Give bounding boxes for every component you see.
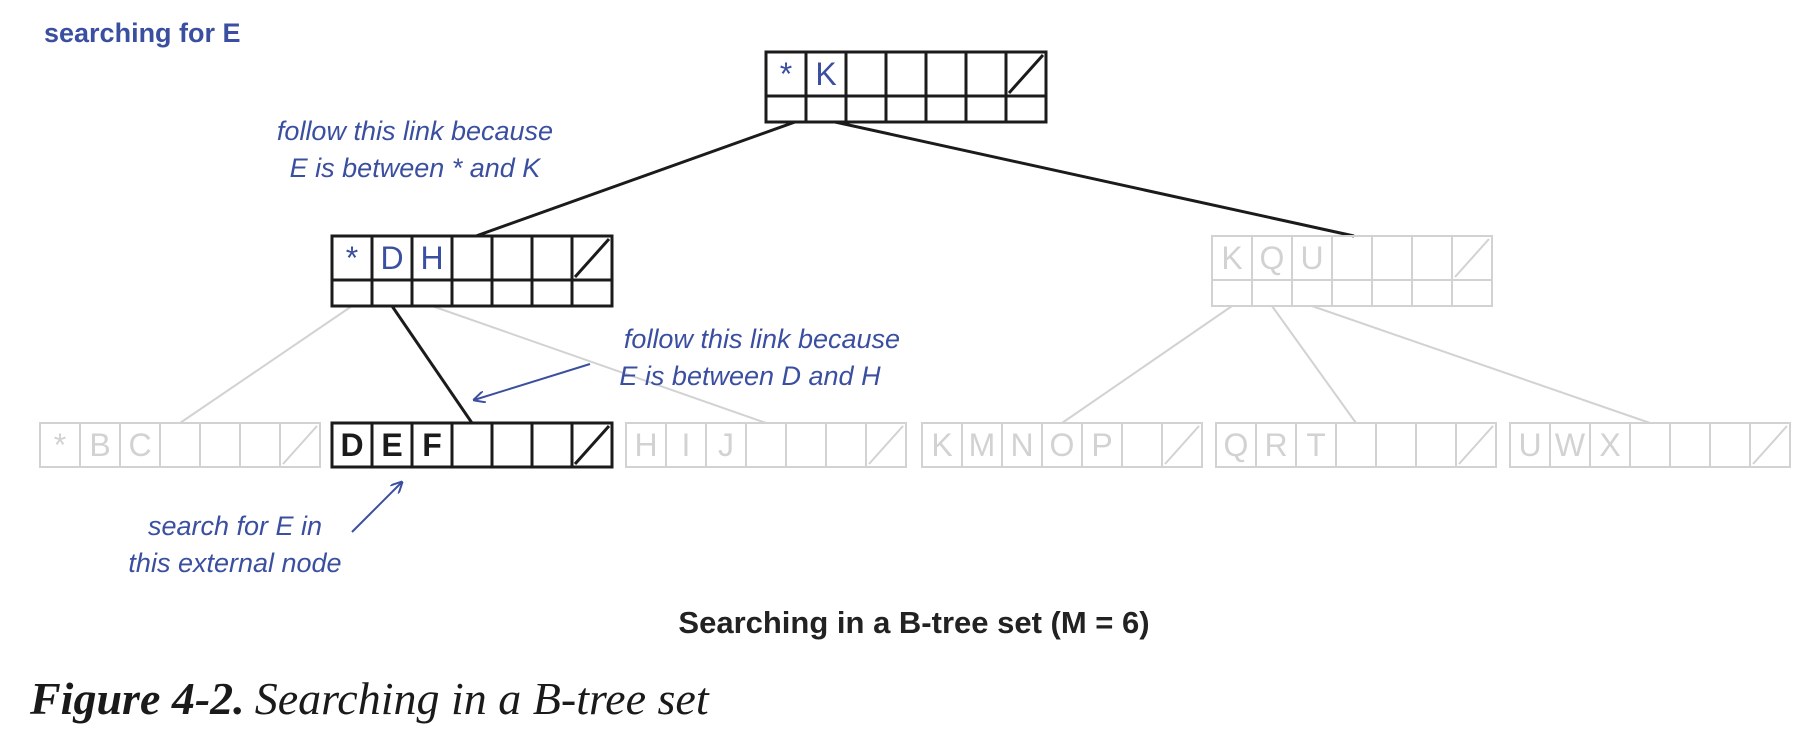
node-outline (1211, 235, 1493, 307)
null-link-slash (1752, 425, 1788, 465)
node-key: * (346, 240, 358, 276)
node-key: K (815, 56, 836, 92)
tree-link (475, 120, 796, 238)
null-link-slash (573, 237, 611, 279)
node-key: P (1091, 427, 1112, 463)
node-outline (764, 50, 1048, 124)
node-key: Q (1260, 240, 1285, 276)
node-key: D (380, 240, 403, 276)
annotation-line: E is between D and H (619, 361, 881, 391)
leaf-search-annotation: search for E in this external node (128, 482, 402, 578)
annotation-line: this external node (128, 548, 341, 578)
tree-link (431, 305, 767, 424)
node-outline (1215, 422, 1497, 468)
null-link-slash (573, 424, 611, 466)
null-link-slash (1454, 238, 1490, 278)
null-link-slash (282, 425, 318, 465)
node-key: Q (1224, 427, 1249, 463)
node-outline (625, 422, 907, 468)
annotation-arrow (474, 363, 591, 400)
node-key: H (634, 427, 657, 463)
tree-link (390, 305, 474, 424)
node-key: B (89, 427, 110, 463)
annotation-line: follow this link because (624, 324, 900, 354)
node-key: I (682, 427, 691, 463)
node-key: K (1221, 240, 1242, 276)
root-node: *K (764, 50, 1048, 124)
annotation-line: search for E in (148, 511, 322, 541)
tree-link (179, 305, 353, 424)
node-key: N (1010, 427, 1033, 463)
node-key: * (780, 56, 792, 92)
tree-link (1311, 305, 1651, 424)
node-outline (330, 421, 614, 469)
null-link-slash (1164, 425, 1200, 465)
node-key: T (1306, 427, 1326, 463)
node-key: E (381, 427, 402, 463)
node-key: D (340, 427, 363, 463)
null-link-slash (868, 425, 904, 465)
node-key: J (718, 427, 734, 463)
node-outline (1509, 422, 1791, 468)
node-key: W (1555, 427, 1586, 463)
node-key: F (422, 427, 442, 463)
null-link-slash (1458, 425, 1494, 465)
node-key: M (969, 427, 996, 463)
node-key: U (1300, 240, 1323, 276)
node-key: H (420, 240, 443, 276)
tree-link (1271, 305, 1357, 424)
annotation-arrow (351, 482, 402, 533)
node-key: O (1050, 427, 1075, 463)
node-key: U (1518, 427, 1541, 463)
tree-link (1061, 305, 1233, 424)
internal-link-annotation: follow this link because E is between D … (474, 324, 900, 400)
node-key: R (1264, 427, 1287, 463)
node-outline (330, 234, 614, 308)
figure-caption: Figure 4-2.Searching in a B-tree set (30, 672, 709, 725)
annotation-line: E is between * and K (290, 153, 542, 183)
figure-title: Searching in a B-tree set (254, 673, 709, 724)
diagram-caption: Searching in a B-tree set (M = 6) (678, 605, 1149, 640)
node-key: * (54, 427, 66, 463)
root-link-annotation: follow this link because E is between * … (277, 116, 553, 183)
diagram-heading: searching for E (44, 18, 241, 48)
tree-links (179, 120, 1651, 424)
node-key: K (931, 427, 952, 463)
node-key: C (128, 427, 151, 463)
node-outline (39, 422, 321, 468)
annotation-line: follow this link because (277, 116, 553, 146)
figure-label: Figure 4-2. (30, 673, 245, 724)
tree-link (834, 120, 1355, 238)
null-link-slash (1007, 53, 1045, 95)
node-key: X (1599, 427, 1620, 463)
